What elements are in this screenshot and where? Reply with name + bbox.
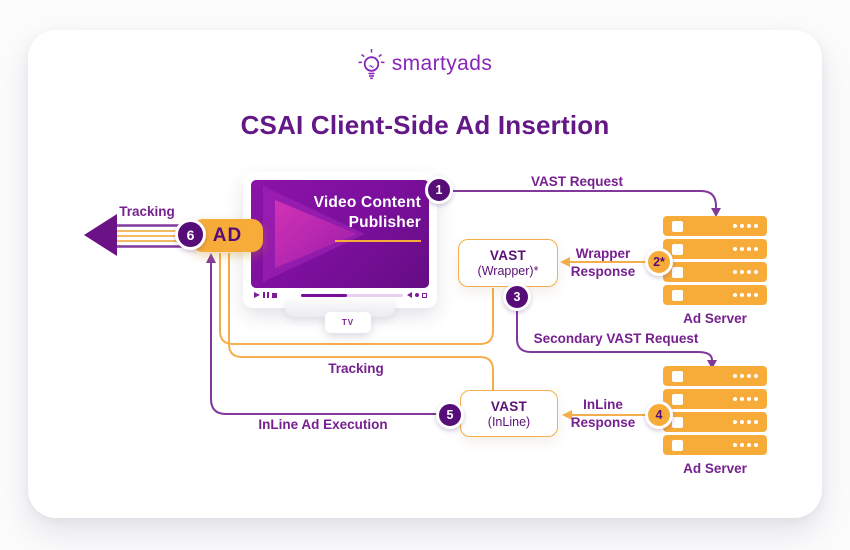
progress-bar[interactable] (301, 294, 403, 297)
server-unit (663, 435, 767, 455)
video-player-screen: Video Content Publisher (251, 180, 429, 288)
vast-inline-box: VAST (InLine) (460, 390, 558, 437)
step-6-circle: 6 (175, 219, 206, 250)
brand-name: smartyads (391, 52, 493, 75)
inline-response-line2: Response (570, 415, 636, 430)
wrapper-response-line2: Response (570, 264, 636, 279)
inline-ad-execution-label: InLine Ad Execution (258, 417, 388, 432)
stop-icon[interactable] (271, 292, 277, 298)
vast-inline-title: VAST (490, 398, 528, 414)
step-1-circle: 1 (425, 176, 453, 204)
wrapper-response-label: Wrapper Response (563, 245, 643, 281)
vast-wrapper-subtitle: (Wrapper)* (477, 264, 539, 278)
vast-inline-subtitle: (InLine) (487, 414, 531, 429)
wrapper-response-line1: Wrapper (575, 246, 631, 261)
lightbulb-icon (358, 49, 385, 80)
inline-response-label: InLine Response (563, 396, 643, 432)
progress-fill (301, 294, 347, 297)
step-2-circle: 2* (645, 248, 673, 276)
ad-server-bottom-label: Ad Server (683, 461, 747, 476)
fullscreen-icon[interactable] (422, 292, 427, 298)
publisher-caption-line2: Publisher (348, 214, 421, 231)
play-icon[interactable] (254, 292, 260, 298)
server-unit (663, 216, 767, 236)
vast-wrapper-title: VAST (489, 248, 527, 263)
caption-underline (335, 240, 421, 242)
ad-server-top: Ad Server (663, 216, 767, 326)
server-unit (663, 366, 767, 386)
ad-server-top-label: Ad Server (683, 311, 747, 326)
playback-controls[interactable] (254, 292, 277, 298)
step-5-circle: 5 (436, 401, 464, 429)
server-unit (663, 412, 767, 432)
vast-wrapper-box: VAST (Wrapper)* (458, 239, 558, 287)
settings-icon[interactable] (415, 293, 419, 297)
step-4-circle: 4 (645, 401, 673, 429)
page-title: CSAI Client-Side Ad Insertion (240, 110, 610, 140)
tv-monitor: Video Content Publisher (243, 172, 437, 308)
tv-set-top-box: TV (325, 312, 371, 333)
publisher-caption: Video Content Publisher (314, 193, 421, 233)
secondary-controls[interactable] (407, 292, 427, 298)
volume-icon[interactable] (407, 292, 412, 298)
publisher-caption-line1: Video Content (313, 194, 421, 211)
tracking-bottom-label: Tracking (328, 361, 384, 376)
server-unit (663, 239, 767, 259)
server-unit (663, 285, 767, 305)
tracking-left-label: Tracking (119, 204, 175, 219)
server-unit (663, 262, 767, 282)
pause-icon[interactable] (263, 292, 269, 298)
vast-request-label: VAST Request (530, 174, 623, 189)
secondary-vast-request-label: Secondary VAST Request (533, 331, 699, 346)
step-3-circle: 3 (503, 283, 531, 311)
ad-server-bottom: Ad Server (663, 366, 767, 476)
inline-response-line1: InLine (583, 397, 623, 412)
server-unit (663, 389, 767, 409)
brand-logo: smartyads (0, 48, 850, 80)
